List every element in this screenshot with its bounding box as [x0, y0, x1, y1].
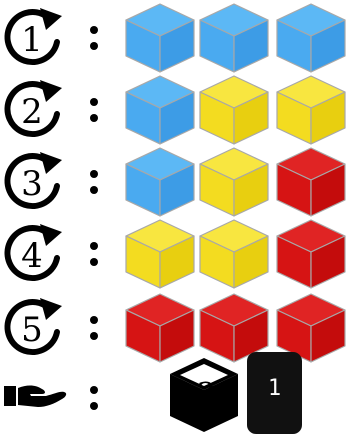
round-number: 1	[12, 20, 52, 60]
round-row: 1	[0, 0, 349, 74]
die-value: 3	[192, 377, 220, 413]
round-row: 3	[0, 144, 349, 218]
blue-cube	[124, 146, 196, 218]
blue-cube	[275, 2, 347, 74]
round-row: 4	[0, 216, 349, 290]
yellow-cube	[124, 218, 196, 290]
separator-colon	[89, 98, 99, 124]
round-number: 4	[12, 236, 52, 276]
round-number: 2	[12, 92, 52, 132]
yellow-cube	[198, 146, 270, 218]
black-card: 1	[247, 352, 302, 434]
open-hand-icon	[2, 372, 68, 412]
separator-colon	[89, 170, 99, 196]
separator-colon	[89, 242, 99, 268]
rotate-arrow-icon: 5	[4, 296, 66, 358]
round-number: 3	[12, 164, 52, 204]
red-cube	[275, 146, 347, 218]
blue-cube	[198, 2, 270, 74]
blue-cube	[124, 2, 196, 74]
card-value: 1	[247, 374, 302, 404]
yellow-cube	[198, 218, 270, 290]
blue-cube	[124, 74, 196, 146]
separator-colon	[89, 316, 99, 342]
rotate-arrow-icon: 2	[4, 78, 66, 140]
red-cube	[275, 218, 347, 290]
yellow-cube	[275, 74, 347, 146]
round-number: 5	[12, 310, 52, 350]
round-row: 2	[0, 72, 349, 146]
rotate-arrow-icon: 4	[4, 222, 66, 284]
separator-colon	[89, 386, 99, 412]
rotate-arrow-icon: 1	[4, 6, 66, 68]
separator-colon	[89, 26, 99, 52]
yellow-cube	[198, 74, 270, 146]
rotate-arrow-icon: 3	[4, 150, 66, 212]
